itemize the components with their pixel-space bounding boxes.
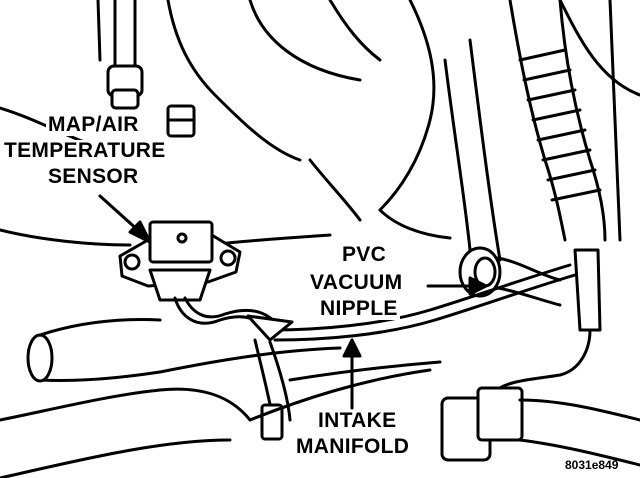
leader-map-sensor [98, 194, 142, 234]
connector-assembly [440, 248, 640, 467]
arrow-pvc-nipple [468, 276, 488, 296]
label-sensor: SENSOR [46, 165, 141, 188]
label-pvc: PVC [340, 243, 389, 266]
pvc-nipple [458, 246, 562, 307]
wiring-harness [173, 263, 577, 441]
figure-reference: 8031e849 [565, 458, 619, 472]
label-intake: INTAKE [316, 409, 399, 432]
arrow-map-sensor [128, 220, 152, 244]
vertical-pipe [106, 0, 144, 110]
map-sensor-body [118, 220, 242, 302]
arrow-intake-manifold [342, 338, 362, 358]
label-vacuum: VACUUM [308, 271, 405, 294]
label-nipple: NIPPLE [318, 297, 400, 320]
plenum-outline [0, 0, 640, 247]
leader-lines [98, 194, 488, 410]
right-hose [443, 0, 622, 262]
intake-manifold [0, 318, 442, 478]
label-map-air: MAP/AIR [46, 113, 141, 136]
bolt [166, 104, 196, 138]
label-temperature: TEMPERATURE [2, 139, 168, 162]
label-manifold: MANIFOLD [294, 435, 412, 458]
